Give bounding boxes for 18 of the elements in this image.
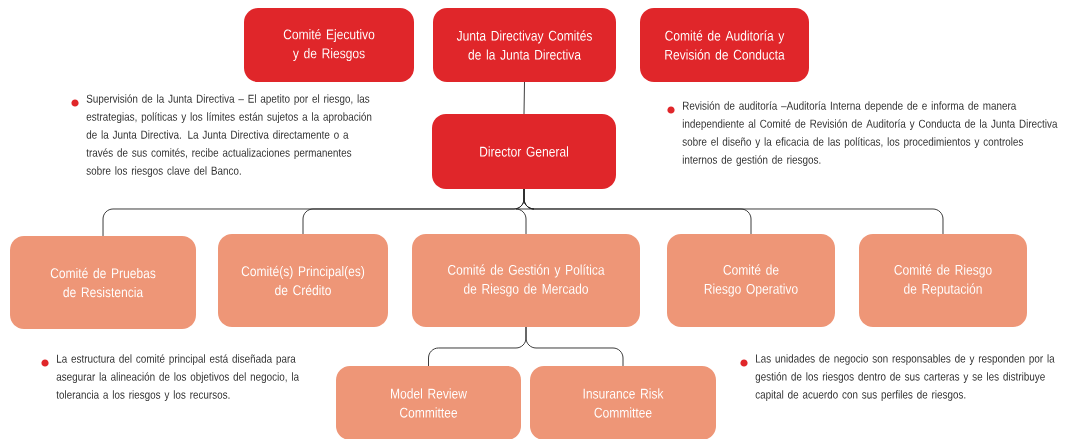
committee-box: Model Review Committee — [336, 366, 521, 439]
committee-box: Comité de Riesgo de Reputación — [859, 234, 1027, 327]
connector-line — [523, 81, 525, 115]
bullet-text: Supervisión de la Junta Directiva – El apetito por el riesgo, las estrategias, políticas y los límites están sujetos a la aprobación de la Junta Directiva. La Junta Directiva directamente o a través de sus comités, recibe actualizaciones permanentes sobre los riesgos clave del Banco. — [71, 94, 372, 178]
committee-box: Comité(s) Principal(es) de Crédito — [218, 234, 388, 327]
bullet-text: La estructura del comité principal está diseñada para asegurar la alineación de los objetivos del negocio, la tolerancia a los riesgos y los recursos. — [41, 354, 300, 402]
committee-box: Comité de Riesgo Operativo — [667, 234, 835, 327]
connector-line — [523, 188, 944, 235]
connector-line — [525, 326, 624, 367]
committee-box: Comité de Auditoría y Revisión de Conducta — [640, 8, 809, 82]
committee-box: Comité de Gestión y Política de Riesgo de Mercado — [412, 234, 640, 327]
committee-box: Comité de Pruebas de Resistencia — [10, 236, 196, 329]
committee-box: Junta Directivay Comités de la Junta Directiva — [433, 8, 616, 82]
bullet-text: Revisión de auditoría –Auditoría Interna depende de e informa de manera independiente al Comité de Revisión de Auditoría y Conducta de la Junta Directiva sobre el diseño y la eficacia de las políticas, los procedimientos y controles internos de gestión de riesgos. — [667, 101, 1058, 167]
committee-box: Comité Ejecutivo y de Riesgos — [244, 8, 414, 82]
committee-box: Director General — [432, 114, 616, 189]
committee-box: Insurance Risk Committee — [530, 366, 716, 439]
bullet-text: Las unidades de negocio son responsables de y responden por la gestión de los riesgos dentro de sus carteras y se les distribuye capital de acuerdo con sus perfiles de riesgos. — [740, 354, 1055, 401]
